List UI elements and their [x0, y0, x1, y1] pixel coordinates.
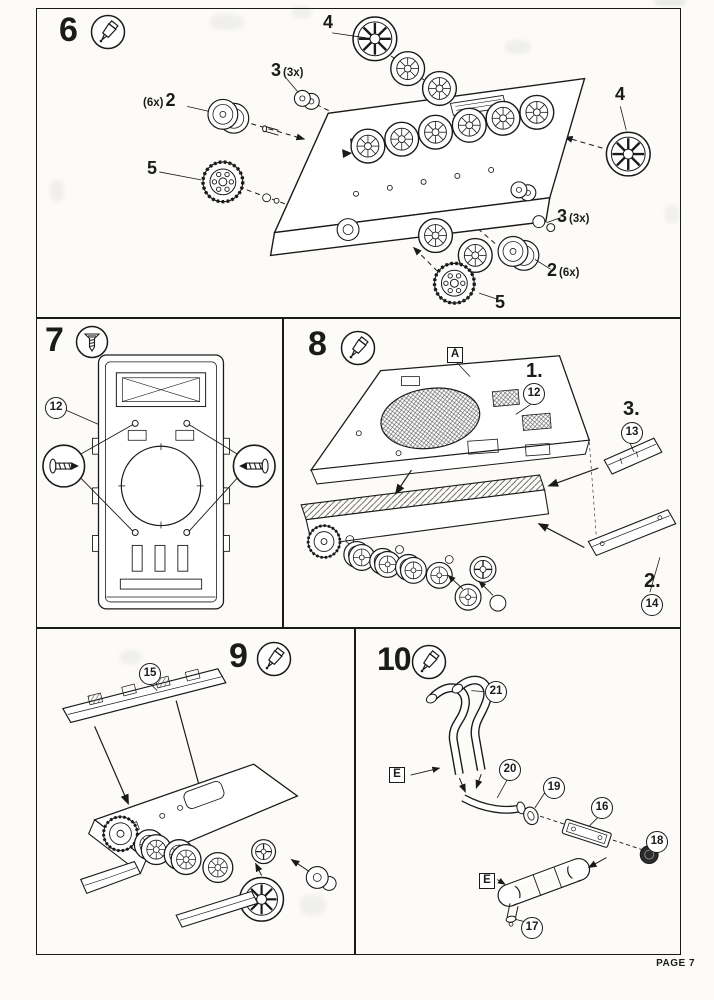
order-label-1: 1.: [526, 360, 543, 382]
callout-part-16: 16: [591, 797, 613, 819]
step-number: 9: [229, 637, 248, 675]
glue-icon: [411, 644, 447, 680]
print-showthrough: [292, 6, 312, 18]
glue-icon: [90, 14, 126, 50]
callout-part-14: 14: [641, 594, 663, 616]
panel-step-6: 6 4 3(3x) (6x)2 4 5 3(3x) 2(6x) 5: [36, 8, 681, 318]
step-number: 7: [45, 321, 64, 359]
step-number: 10: [377, 641, 412, 677]
callout-part-15: 15: [139, 663, 161, 685]
zone-label-e: E: [479, 873, 495, 889]
part-number: 2: [165, 90, 176, 110]
step7-drawing: [42, 354, 276, 610]
step9-drawing: [61, 668, 337, 928]
panel-step-7: 7 12: [36, 318, 283, 628]
callout-part-13: 13: [621, 422, 643, 444]
scan-edge-mark: [655, 0, 685, 5]
callout-part-17: 17: [521, 917, 543, 939]
part-qty: (6x): [143, 97, 164, 109]
part-number: 3: [271, 60, 282, 80]
callout-part-2-qty: (6x)2: [141, 91, 175, 110]
print-showthrough: [300, 895, 326, 915]
print-showthrough: [210, 14, 244, 30]
print-showthrough: [50, 180, 64, 202]
callout-part-12: 12: [523, 383, 545, 405]
step6-drawing: [159, 15, 652, 305]
panel-step-8: 8 A 1. 12 3. 13 2. 14: [283, 318, 681, 628]
step10-drawing: [410, 675, 659, 927]
callout-part-12: 12: [45, 397, 67, 419]
part-qty: (3x): [569, 213, 590, 225]
callout-part-19: 19: [543, 777, 565, 799]
callout-part-5: 5: [147, 158, 158, 178]
zone-label-e: E: [389, 767, 405, 783]
step-number: 8: [308, 325, 327, 363]
glue-icon: [340, 330, 376, 366]
callout-part-4: 4: [615, 84, 626, 104]
panel-step-10: 10 21 E 20 19 16 18 E 17: [355, 628, 681, 955]
callout-part-3-qty: 3(3x): [271, 61, 305, 80]
zone-label-a: A: [447, 347, 463, 363]
order-label-2: 2.: [644, 570, 661, 592]
page-number: PAGE 7: [656, 958, 695, 969]
callout-part-4: 4: [323, 12, 334, 32]
callout-part-18: 18: [646, 831, 668, 853]
step8-drawing: [300, 355, 677, 612]
order-label-3: 3.: [623, 398, 640, 420]
callout-part-21: 21: [485, 681, 507, 703]
part-qty: (3x): [283, 67, 304, 79]
part-number: 2: [547, 260, 558, 280]
part-number: 3: [557, 206, 568, 226]
part-qty: (6x): [559, 267, 580, 279]
callout-part-2-qty: 2(6x): [547, 261, 581, 280]
callout-part-20: 20: [499, 759, 521, 781]
callout-part-5: 5: [495, 292, 506, 312]
panel-step-9: 9 15: [36, 628, 355, 955]
print-showthrough: [505, 40, 531, 54]
step-number: 6: [59, 11, 78, 49]
glue-icon: [256, 641, 292, 677]
print-showthrough: [665, 205, 679, 223]
callout-part-3-qty: 3(3x): [557, 207, 591, 226]
screw-icon: [75, 325, 109, 359]
print-showthrough: [120, 650, 142, 664]
